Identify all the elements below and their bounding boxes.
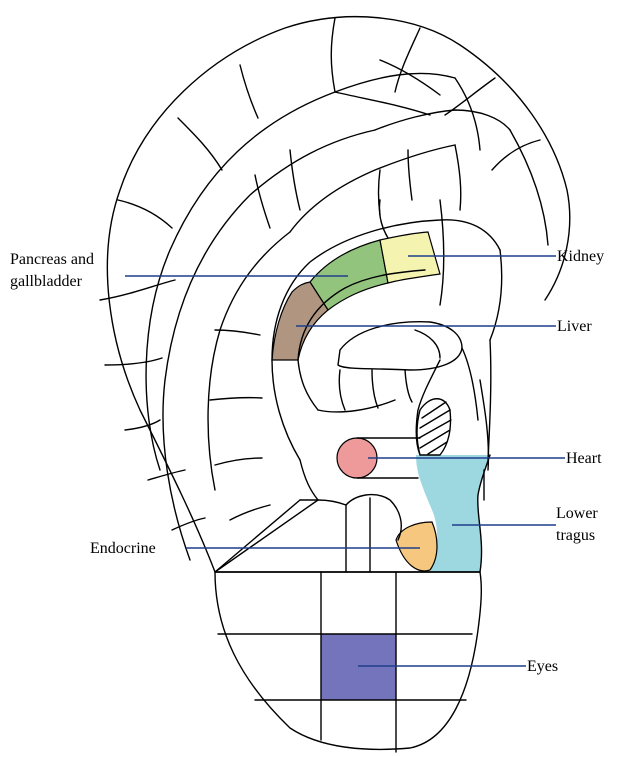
label-liver: Liver	[557, 318, 592, 335]
hatched-area	[417, 399, 451, 455]
label-lower-tragus-line2: tragus	[556, 527, 595, 544]
endocrine-region	[396, 522, 437, 571]
label-eyes: Eyes	[527, 658, 558, 675]
eyes-region	[321, 634, 396, 700]
label-kidney: Kidney	[557, 248, 604, 265]
label-pancreas-line2: gallbladder	[10, 273, 83, 290]
label-pancreas-line1: Pancreas and	[10, 251, 94, 268]
label-endocrine: Endocrine	[90, 540, 156, 557]
label-lower-tragus-line1: Lower	[556, 505, 598, 522]
kidney-region	[380, 232, 440, 283]
label-heart: Heart	[566, 450, 602, 467]
